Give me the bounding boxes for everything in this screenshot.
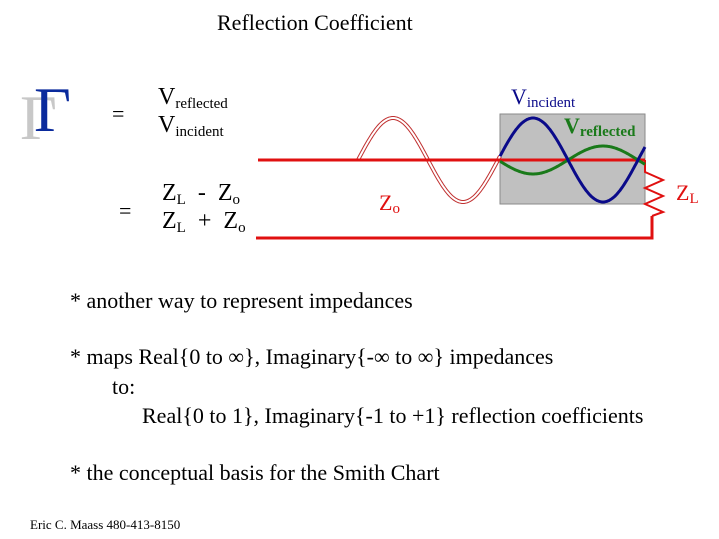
v-reflected-label: Vreflected (564, 113, 636, 140)
bullet-to: to: (112, 374, 136, 399)
bottom-conductor (256, 216, 654, 240)
equals-sign-2: = (119, 198, 132, 223)
incident-wave (498, 116, 647, 204)
equals-sign-1: = (112, 101, 125, 126)
slide-title: Reflection Coefficient (217, 10, 413, 35)
source-wave (357, 117, 501, 203)
load-resistor (642, 160, 666, 217)
impedance-numerator: ZL - Zo (162, 180, 241, 208)
reflected-wave (499, 144, 646, 176)
gamma-symbol: Γ (34, 74, 71, 145)
zl-label: ZL (676, 180, 699, 207)
formula-denominator: Vincident (158, 112, 224, 140)
bullet-reflection-range: Real{0 to 1}, Imaginary{-1 to +1} reflec… (142, 403, 644, 428)
zo-label: Zo (379, 190, 400, 217)
footer-author: Eric C. Maass 480-413-8150 (30, 517, 181, 532)
v-incident-label: Vincident (511, 84, 576, 111)
bullet-smith-chart: * the conceptual basis for the Smith Cha… (70, 460, 440, 485)
impedance-denominator: ZL + Zo (162, 208, 246, 236)
formula-numerator: Vreflected (158, 84, 228, 112)
bullet-impedances: * another way to represent impedances (70, 288, 413, 313)
bullet-maps: * maps Real{0 to ∞}, Imaginary{-∞ to ∞} … (70, 344, 554, 369)
